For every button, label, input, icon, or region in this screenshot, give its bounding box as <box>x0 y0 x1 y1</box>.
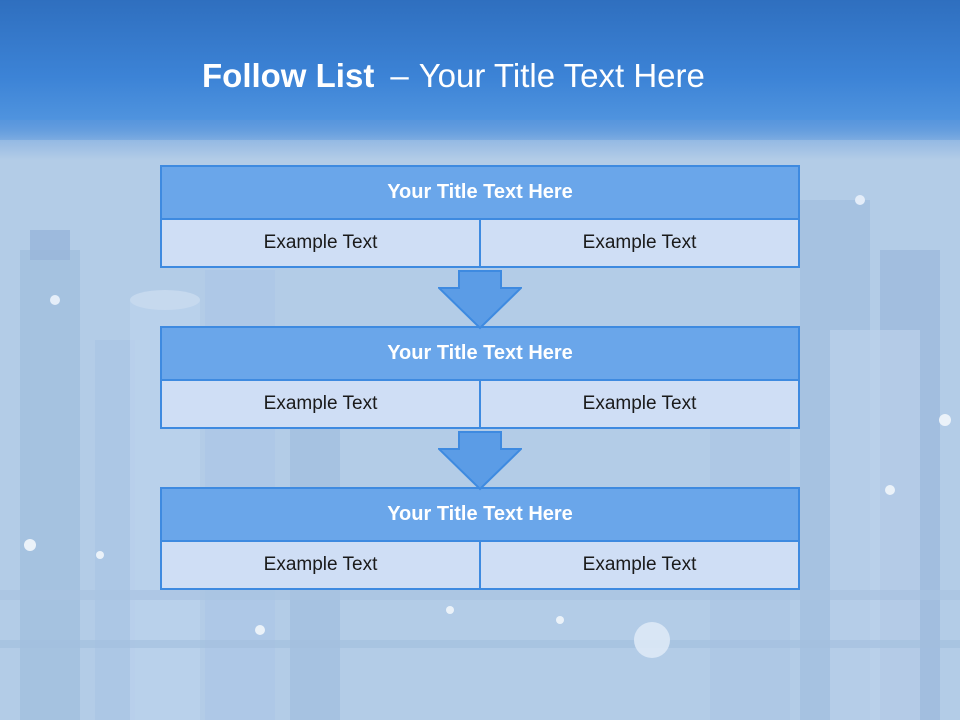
step-row: Example Text Example Text <box>160 379 800 429</box>
step-cell-right: Example Text <box>479 540 800 590</box>
step-cell-right: Example Text <box>479 218 800 268</box>
step-box-1: Your Title Text Here Example Text Exampl… <box>160 165 800 268</box>
step-row: Example Text Example Text <box>160 218 800 268</box>
step-cell-left: Example Text <box>160 540 481 590</box>
header-fade <box>0 120 960 160</box>
step-title: Your Title Text Here <box>160 487 800 542</box>
slide-title-rest: Your Title Text Here <box>418 57 705 94</box>
slide-title: Follow List–Your Title Text Here <box>202 56 705 96</box>
down-arrow-icon <box>438 270 522 330</box>
step-cell-left: Example Text <box>160 379 481 429</box>
step-title: Your Title Text Here <box>160 165 800 220</box>
header-band <box>0 0 960 140</box>
down-arrow-icon <box>438 431 522 491</box>
step-cell-left: Example Text <box>160 218 481 268</box>
slide-title-bold: Follow List <box>202 57 375 94</box>
slide-title-separator: – <box>390 57 409 94</box>
step-cell-right: Example Text <box>479 379 800 429</box>
step-row: Example Text Example Text <box>160 540 800 590</box>
step-box-2: Your Title Text Here Example Text Exampl… <box>160 326 800 429</box>
step-box-3: Your Title Text Here Example Text Exampl… <box>160 487 800 590</box>
step-title: Your Title Text Here <box>160 326 800 381</box>
